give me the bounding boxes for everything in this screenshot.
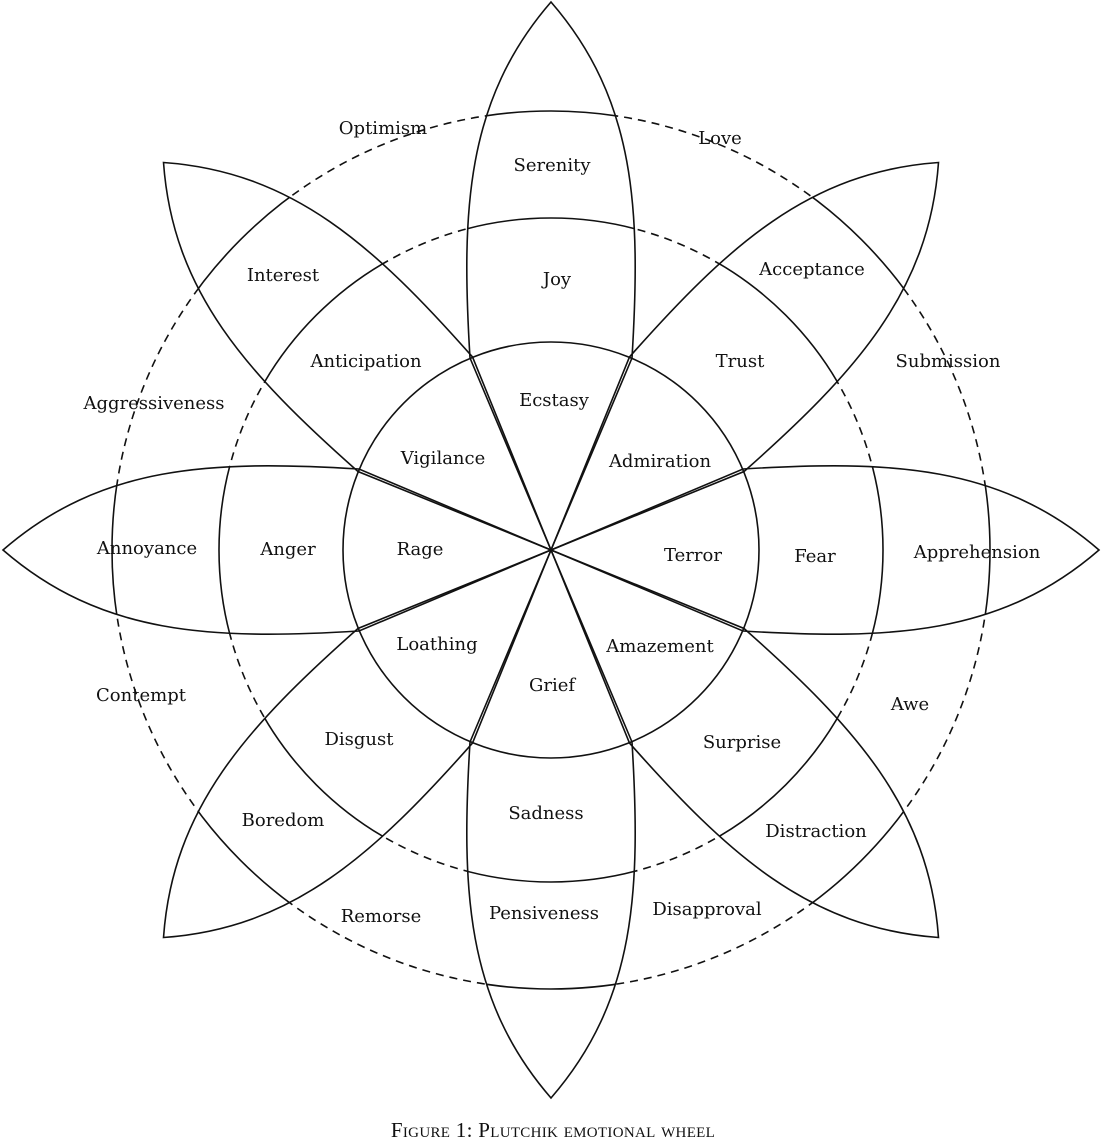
label-grief: Grief xyxy=(529,675,576,696)
label-loathing: Loathing xyxy=(396,634,477,655)
inner-ring xyxy=(342,341,760,759)
label-contempt: Contempt xyxy=(96,685,187,706)
label-annoyance: Annoyance xyxy=(96,538,197,559)
label-terror: Terror xyxy=(664,545,722,566)
label-love: Love xyxy=(698,128,742,149)
label-joy: Joy xyxy=(541,269,572,290)
label-disgust: Disgust xyxy=(324,729,394,750)
label-awe: Awe xyxy=(890,694,929,715)
label-distraction: Distraction xyxy=(765,821,867,842)
label-apprehension: Apprehension xyxy=(913,542,1041,563)
label-disapproval: Disapproval xyxy=(652,899,762,920)
solid-rings xyxy=(111,110,991,990)
label-ecstasy: Ecstasy xyxy=(519,390,590,411)
label-serenity: Serenity xyxy=(514,155,592,176)
label-rage: Rage xyxy=(397,539,444,560)
labels: Serenity Joy Ecstasy Acceptance Trust Ad… xyxy=(82,118,1040,927)
label-interest: Interest xyxy=(247,265,320,286)
label-trust: Trust xyxy=(716,351,765,372)
label-surprise: Surprise xyxy=(703,732,781,753)
figure-caption: Figure 1: Plutchik emotional wheel xyxy=(390,1118,716,1142)
label-anticipation: Anticipation xyxy=(309,351,422,372)
label-remorse: Remorse xyxy=(341,906,422,927)
label-pensiveness: Pensiveness xyxy=(489,903,599,924)
label-fear: Fear xyxy=(794,546,836,567)
label-aggressiveness: Aggressiveness xyxy=(82,393,224,414)
label-boredom: Boredom xyxy=(242,810,325,831)
label-submission: Submission xyxy=(896,351,1001,372)
emotion-wheel: Serenity Joy Ecstasy Acceptance Trust Ad… xyxy=(2,1,1100,1099)
label-amazement: Amazement xyxy=(605,636,714,657)
label-anger: Anger xyxy=(259,539,316,560)
label-sadness: Sadness xyxy=(508,803,583,824)
label-admiration: Admiration xyxy=(608,451,712,472)
label-optimism: Optimism xyxy=(339,118,427,139)
label-vigilance: Vigilance xyxy=(400,448,486,469)
label-acceptance: Acceptance xyxy=(758,259,865,280)
